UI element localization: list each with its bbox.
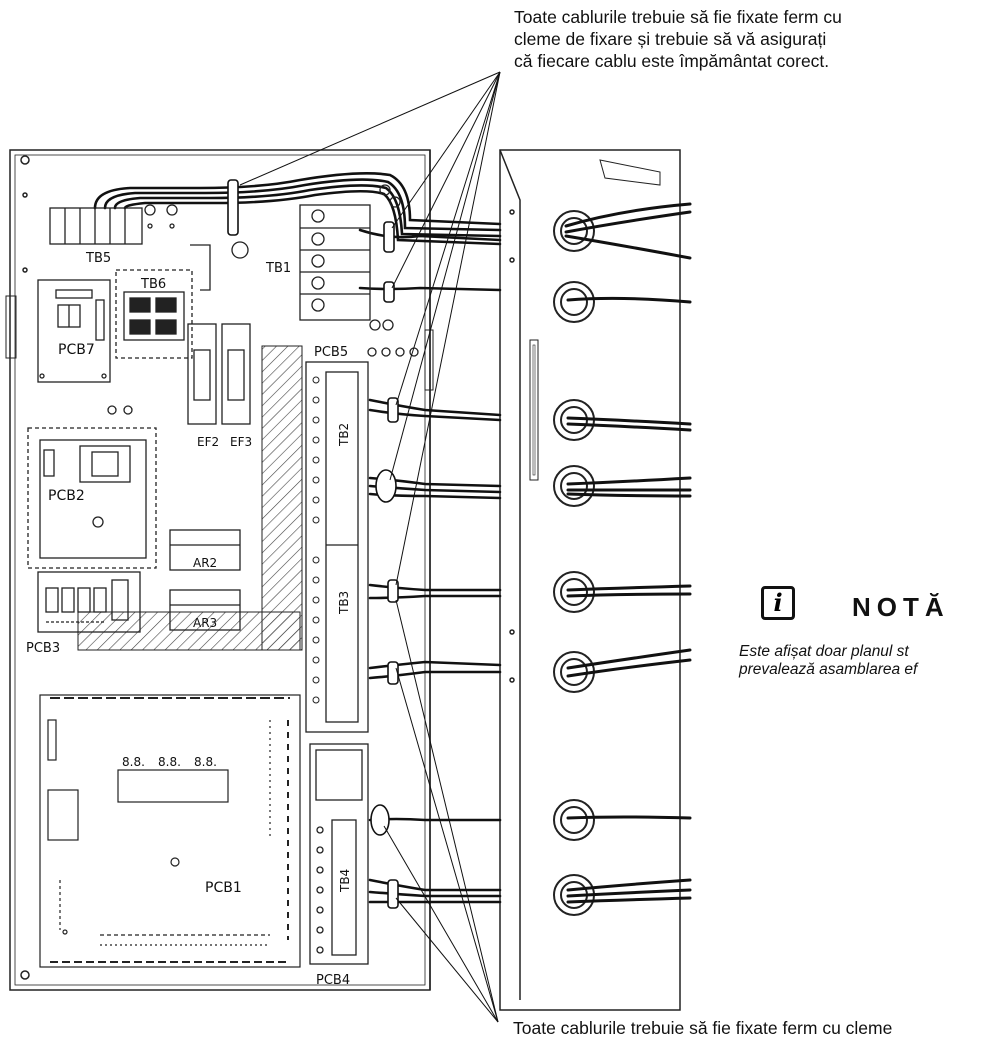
pcb1-board <box>39 694 301 968</box>
fuse-holders <box>187 241 251 425</box>
label-pcb1: PCB1 <box>205 880 242 896</box>
display-3: 8.8. <box>194 755 217 769</box>
display-2: 8.8. <box>158 755 181 769</box>
label-tb2: TB2 <box>337 423 351 447</box>
label-pcb7: PCB7 <box>58 342 95 358</box>
cable-grommets <box>553 210 595 916</box>
label-pcb2: PCB2 <box>48 488 85 504</box>
label-pcb5: PCB5 <box>314 345 348 360</box>
info-icon: i <box>761 586 795 620</box>
label-pcb4: PCB4 <box>316 973 350 988</box>
nota-text-line1: Este afișat doar planul st <box>739 643 909 660</box>
nota-title: NOTĂ <box>852 592 950 622</box>
label-tb1: TB1 <box>265 261 291 276</box>
pcb2-board <box>27 405 157 569</box>
nota-text-line2: prevalează asamblarea ef <box>739 661 918 678</box>
terminal-screws <box>312 376 320 704</box>
label-ef2: EF2 <box>197 435 219 449</box>
nota-text: Este afișat doar planul st prevalează as… <box>739 643 981 679</box>
cable-fixing-note-top: Toate cablurile trebuie să fie fixate fe… <box>514 7 842 71</box>
pcb4-board <box>309 743 369 965</box>
pcb7-board <box>37 279 111 383</box>
label-ef3: EF3 <box>230 435 252 449</box>
external-cables <box>564 202 692 904</box>
pcb3-board <box>37 571 141 633</box>
tb1-terminal-block <box>299 184 401 331</box>
tb6-box <box>115 269 193 359</box>
internal-cables <box>93 172 502 904</box>
side-panel <box>499 149 681 1011</box>
main-panel <box>5 149 434 991</box>
cable-fixing-note-bottom: Toate cablurile trebuie să fie fixate fe… <box>513 1018 893 1038</box>
label-ar2: AR2 <box>193 556 217 570</box>
leader-lines-top <box>239 71 501 586</box>
label-tb5: TB5 <box>85 251 111 266</box>
pcb5-board <box>305 347 419 733</box>
leader-lines-bottom <box>383 599 499 1023</box>
label-ar3: AR3 <box>193 616 217 630</box>
ar-terminals <box>169 529 241 631</box>
label-tb4: TB4 <box>338 869 352 893</box>
cable-clamps <box>227 179 399 909</box>
tb5-terminal-block <box>49 204 178 245</box>
label-tb6: TB6 <box>140 277 166 292</box>
label-pcb3: PCB3 <box>26 641 60 656</box>
display-1: 8.8. <box>122 755 145 769</box>
label-tb3: TB3 <box>337 591 351 615</box>
hatched-areas <box>77 345 303 651</box>
